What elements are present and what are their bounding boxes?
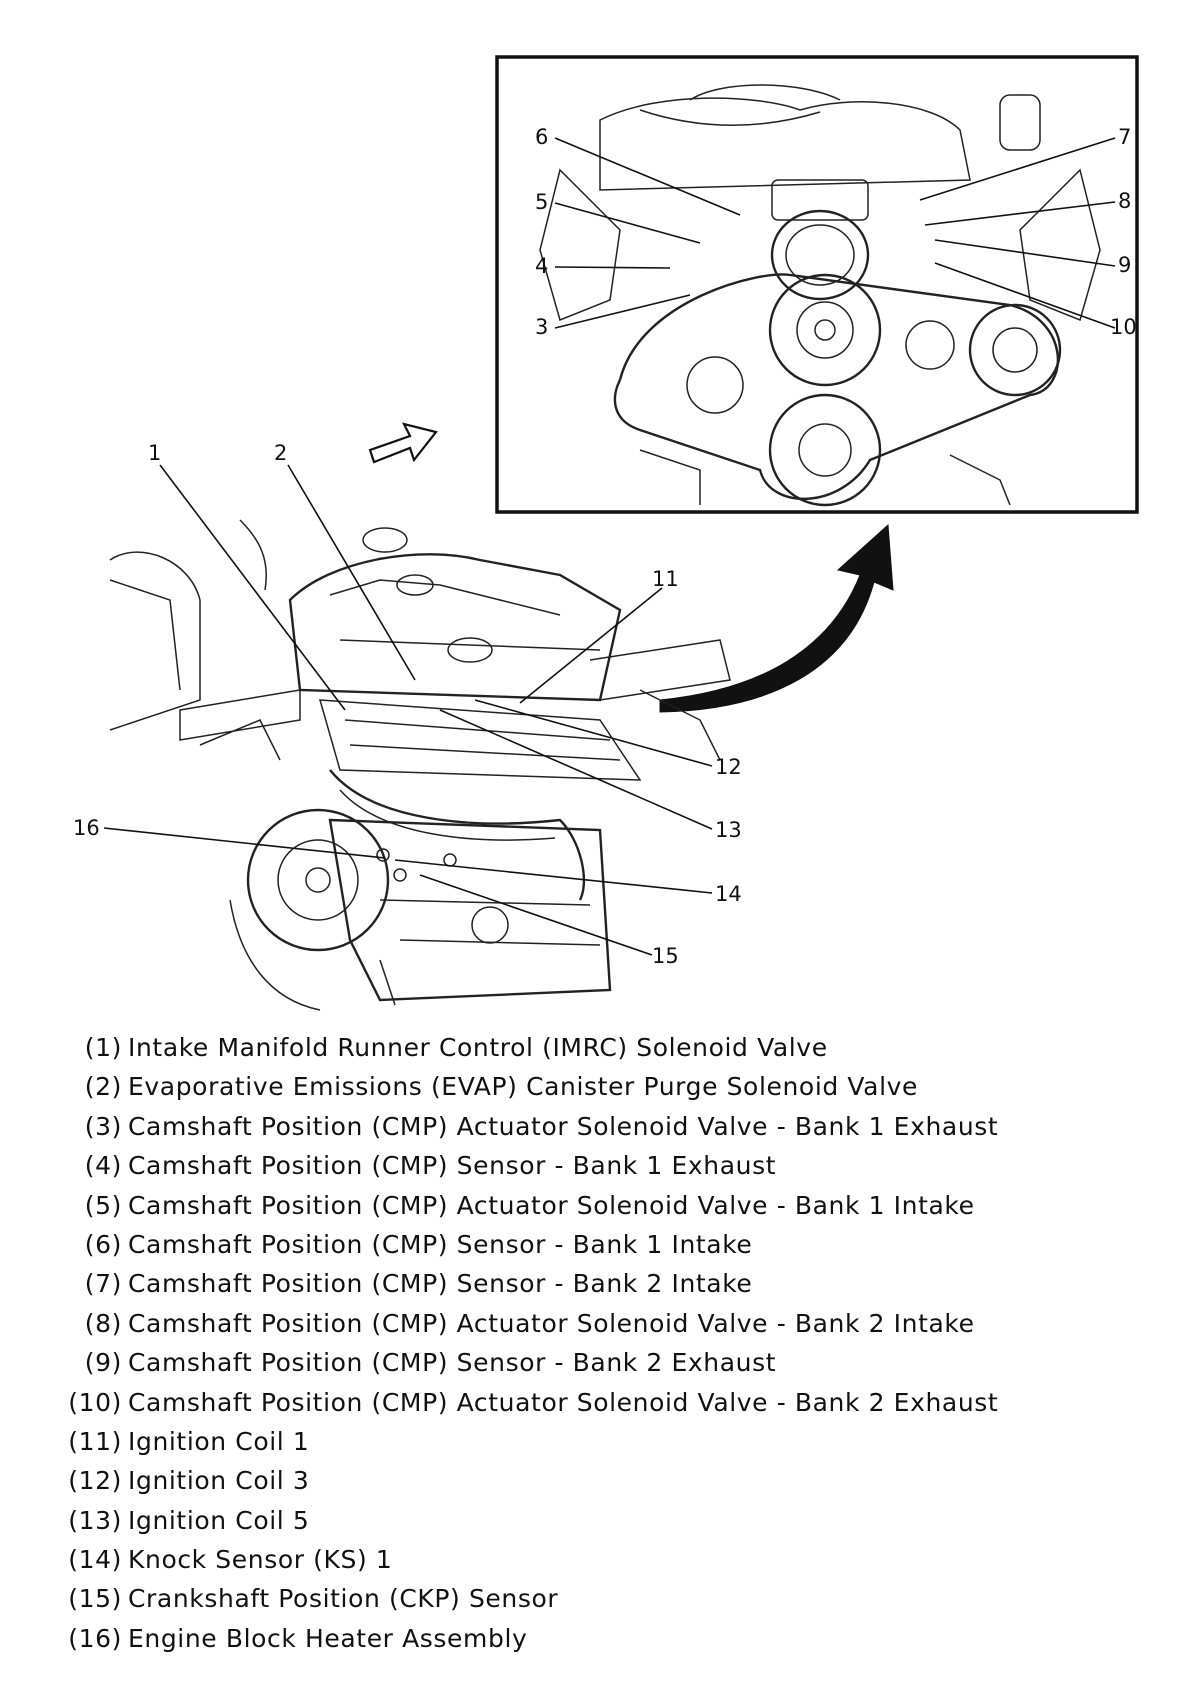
legend-item: (3)Camshaft Position (CMP) Actuator Sole… <box>60 1107 1160 1146</box>
component-legend: (1)Intake Manifold Runner Control (IMRC)… <box>60 1028 1160 1658</box>
legend-item: (1)Intake Manifold Runner Control (IMRC)… <box>60 1028 1160 1067</box>
legend-number: (12) <box>68 1466 122 1496</box>
callout-15: 15 <box>652 944 679 968</box>
legend-number: (2) <box>84 1072 122 1102</box>
callout-12: 12 <box>715 755 742 779</box>
view-direction-arrow <box>368 422 438 464</box>
legend-text: Camshaft Position (CMP) Sensor - Bank 2 … <box>128 1269 753 1299</box>
callout-8: 8 <box>1118 189 1131 213</box>
main-callout-leaders <box>103 464 713 956</box>
legend-text: Engine Block Heater Assembly <box>128 1623 528 1653</box>
legend-number: (15) <box>68 1584 122 1614</box>
legend-number: (8) <box>84 1308 122 1338</box>
legend-number: (4) <box>84 1151 122 1181</box>
legend-item: (13)Ignition Coil 5 <box>60 1501 1160 1540</box>
legend-item: (6)Camshaft Position (CMP) Sensor - Bank… <box>60 1225 1160 1264</box>
legend-text: Camshaft Position (CMP) Sensor - Bank 1 … <box>128 1151 777 1181</box>
legend-number: (16) <box>68 1623 122 1653</box>
legend-number: (9) <box>84 1348 122 1378</box>
legend-number: (10) <box>68 1387 122 1417</box>
legend-item: (5)Camshaft Position (CMP) Actuator Sole… <box>60 1186 1160 1225</box>
callout-4: 4 <box>535 254 548 278</box>
legend-item: (10)Camshaft Position (CMP) Actuator Sol… <box>60 1383 1160 1422</box>
inset-callout-leaders <box>554 137 1116 329</box>
legend-item: (7)Camshaft Position (CMP) Sensor - Bank… <box>60 1264 1160 1303</box>
legend-number: (7) <box>84 1269 122 1299</box>
callout-10: 10 <box>1110 315 1137 339</box>
legend-number: (3) <box>84 1111 122 1141</box>
legend-item: (2)Evaporative Emissions (EVAP) Canister… <box>60 1067 1160 1106</box>
legend-text: Camshaft Position (CMP) Actuator Solenoi… <box>128 1308 975 1338</box>
main-callout-numbers: 1 2 11 12 13 14 15 16 <box>73 441 742 968</box>
legend-text: Evaporative Emissions (EVAP) Canister Pu… <box>128 1072 918 1102</box>
zoom-arrow <box>659 523 894 713</box>
legend-number: (1) <box>84 1033 122 1062</box>
legend-item: (11)Ignition Coil 1 <box>60 1422 1160 1461</box>
legend-number: (6) <box>84 1229 122 1259</box>
legend-text: Knock Sensor (KS) 1 <box>128 1545 393 1575</box>
legend-text: Ignition Coil 1 <box>128 1426 310 1456</box>
legend-number: (13) <box>68 1505 122 1535</box>
callout-3: 3 <box>535 315 548 339</box>
inset-callout-numbers: 6 5 4 3 7 8 9 10 <box>535 125 1137 339</box>
legend-item: (8)Camshaft Position (CMP) Actuator Sole… <box>60 1304 1160 1343</box>
callout-1: 1 <box>148 441 161 465</box>
legend-text: Intake Manifold Runner Control (IMRC) So… <box>128 1033 828 1062</box>
legend-text: Ignition Coil 5 <box>128 1505 310 1535</box>
legend-text: Camshaft Position (CMP) Sensor - Bank 2 … <box>128 1348 777 1378</box>
callout-9: 9 <box>1118 253 1131 277</box>
legend-number: (5) <box>84 1190 122 1220</box>
legend-text: Camshaft Position (CMP) Actuator Solenoi… <box>128 1387 999 1417</box>
legend-item: (16)Engine Block Heater Assembly <box>60 1619 1160 1658</box>
callout-6: 6 <box>535 125 548 149</box>
legend-item: (9)Camshaft Position (CMP) Sensor - Bank… <box>60 1343 1160 1382</box>
engine-main-view <box>109 519 731 1011</box>
legend-text: Camshaft Position (CMP) Actuator Solenoi… <box>128 1111 999 1141</box>
callout-16: 16 <box>73 816 100 840</box>
callout-13: 13 <box>715 818 742 842</box>
legend-item: (12)Ignition Coil 3 <box>60 1461 1160 1500</box>
legend-text: Camshaft Position (CMP) Sensor - Bank 1 … <box>128 1229 753 1259</box>
callout-7: 7 <box>1118 125 1131 149</box>
inset-front-view: 6 5 4 3 7 8 9 10 <box>495 55 1139 514</box>
engine-component-diagram: 6 5 4 3 7 8 9 10 <box>73 55 1139 1011</box>
legend-item: (14)Knock Sensor (KS) 1 <box>60 1540 1160 1579</box>
legend-text: Ignition Coil 3 <box>128 1466 310 1496</box>
legend-text: Crankshaft Position (CKP) Sensor <box>128 1584 559 1614</box>
legend-number: (11) <box>68 1426 122 1456</box>
callout-5: 5 <box>535 190 548 214</box>
legend-item: (4)Camshaft Position (CMP) Sensor - Bank… <box>60 1146 1160 1185</box>
callout-11: 11 <box>652 567 679 591</box>
callout-2: 2 <box>274 441 287 465</box>
legend-item: (15)Crankshaft Position (CKP) Sensor <box>60 1579 1160 1618</box>
legend-number: (14) <box>68 1545 122 1575</box>
legend-text: Camshaft Position (CMP) Actuator Solenoi… <box>128 1190 975 1220</box>
callout-14: 14 <box>715 882 742 906</box>
